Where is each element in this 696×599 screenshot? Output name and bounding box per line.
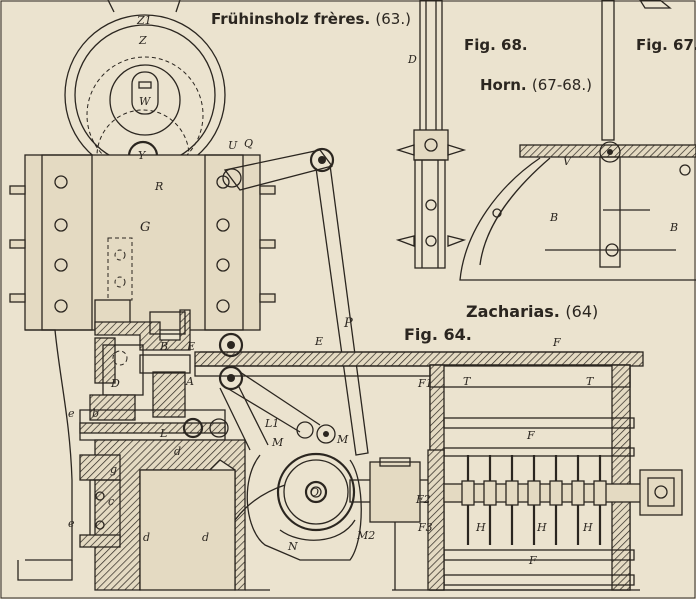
label-w: W bbox=[139, 95, 151, 108]
label-m: M bbox=[272, 436, 284, 449]
caption-horn-text: Horn. bbox=[480, 76, 527, 94]
label-t-left: T bbox=[463, 375, 471, 388]
label-n: N bbox=[288, 540, 298, 553]
caption-fruhinsholz: Frühinsholz frères. (63.) bbox=[211, 10, 411, 28]
caption-fig68: Fig. 68. bbox=[464, 36, 528, 54]
label-e: E bbox=[315, 335, 324, 348]
caption-fruhinsholz-ref: (63.) bbox=[375, 10, 411, 28]
label-z1: Z1 bbox=[137, 14, 152, 27]
label-v: V bbox=[563, 155, 571, 168]
beam-f bbox=[194, 351, 644, 367]
fig67-drawing bbox=[459, 0, 696, 281]
label-o: O bbox=[310, 486, 320, 499]
caption-fig67: Fig. 67. bbox=[636, 36, 696, 54]
fig64-drawing bbox=[194, 332, 683, 591]
label-y: Y bbox=[138, 149, 146, 162]
label-h2: H bbox=[537, 521, 547, 534]
fig63-drawing bbox=[9, 0, 369, 591]
label-a: A bbox=[186, 375, 194, 388]
caption-horn-ref: (67-68.) bbox=[531, 76, 592, 94]
label-l1: L1 bbox=[265, 417, 280, 430]
label-z: Z bbox=[139, 34, 147, 47]
label-h1: H bbox=[476, 521, 486, 534]
label-b-fig67: B bbox=[550, 211, 559, 224]
caption-fig64: Fig. 64. bbox=[404, 325, 472, 344]
label-d3: d bbox=[174, 445, 182, 458]
label-e-lower: e bbox=[68, 517, 75, 530]
label-f-top: F bbox=[553, 336, 561, 349]
caption-zacharias-ref: (64) bbox=[565, 302, 599, 321]
label-f-bottom: F bbox=[529, 554, 537, 567]
label-c: c bbox=[108, 495, 115, 508]
label-f3: F3 bbox=[418, 521, 433, 534]
frame-g bbox=[24, 154, 261, 331]
label-e2: E bbox=[187, 340, 196, 353]
label-m1: M bbox=[337, 433, 349, 446]
label-d: D bbox=[111, 377, 120, 390]
label-f2: F2 bbox=[416, 493, 431, 506]
label-q: Q bbox=[244, 137, 254, 150]
label-d2: d bbox=[202, 531, 210, 544]
caption-fruhinsholz-text: Frühinsholz frères. bbox=[211, 10, 371, 28]
label-f-mid: F bbox=[527, 429, 535, 442]
label-r: R bbox=[155, 180, 164, 193]
label-b-small: b bbox=[92, 407, 100, 420]
label-u: U bbox=[228, 139, 238, 152]
label-f1: F1 bbox=[418, 377, 433, 390]
label-d-fig68: D bbox=[408, 53, 417, 66]
label-h3: H bbox=[583, 521, 593, 534]
caption-zacharias: Zacharias. (64) bbox=[466, 302, 598, 321]
label-t-right: T bbox=[586, 375, 594, 388]
label-e-left: e bbox=[68, 407, 75, 420]
label-d1: d bbox=[143, 531, 151, 544]
label-m2: M2 bbox=[357, 529, 376, 542]
fig68-drawing bbox=[395, 0, 467, 269]
caption-zacharias-text: Zacharias. bbox=[466, 302, 560, 321]
label-g: G bbox=[140, 220, 151, 235]
label-g-small: g bbox=[110, 463, 118, 476]
label-p: P bbox=[344, 316, 353, 331]
label-b: B bbox=[160, 340, 169, 353]
pulley-o bbox=[276, 452, 356, 532]
label-l: L bbox=[160, 427, 168, 440]
label-b-fig67-right: B bbox=[670, 221, 679, 234]
caption-horn: Horn. (67-68.) bbox=[480, 76, 592, 94]
